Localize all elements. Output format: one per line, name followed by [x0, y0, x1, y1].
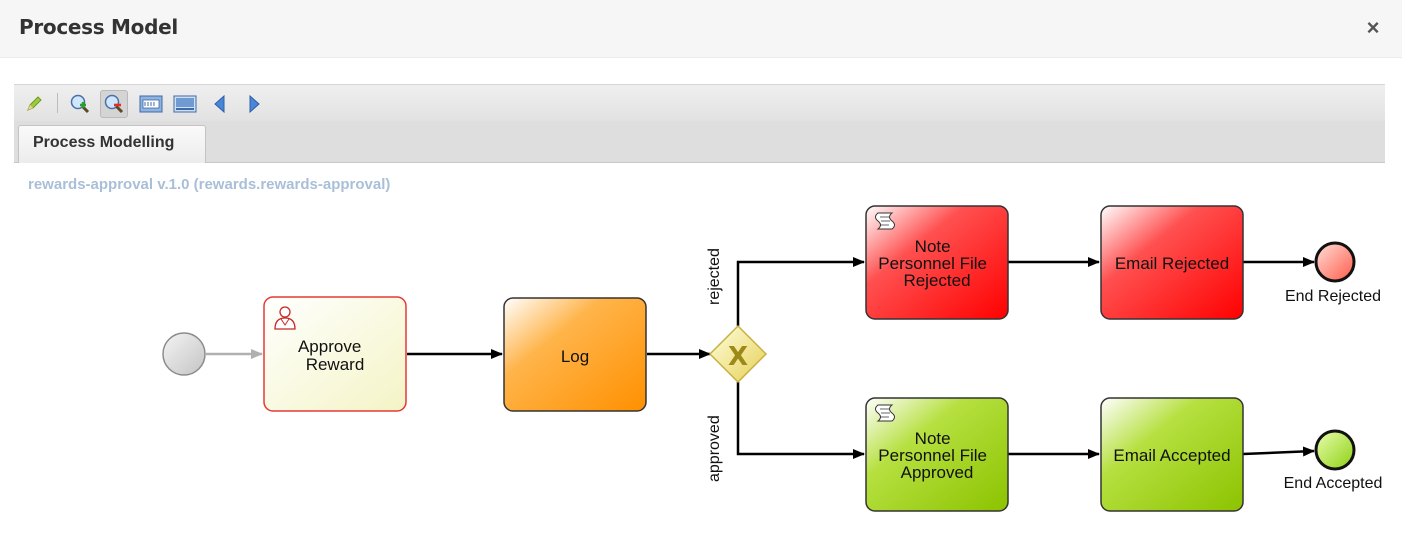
end-event-rejected-label: End Rejected: [1285, 288, 1381, 305]
task-label-line: Rejected: [903, 271, 970, 290]
end-event-accepted[interactable]: [1314, 429, 1356, 471]
end-event-rejected[interactable]: [1314, 241, 1356, 283]
arrow-right-icon: [249, 94, 260, 114]
task-label-line: Personnel File: [878, 254, 987, 273]
svg-text:Approve Reward: Approve Reward: [298, 337, 366, 374]
process-editor: Process Modelling: [14, 84, 1385, 163]
fit-screen-icon: [173, 95, 197, 113]
undo-button[interactable]: [206, 90, 234, 118]
task-note-personnel-file-approved[interactable]: Note Personnel File Approved: [865, 397, 1009, 512]
flow-gateway-rejected[interactable]: [736, 257, 865, 326]
script-icon: [875, 212, 895, 230]
gateway-x-icon: X: [728, 342, 748, 372]
svg-text:Note Personnel File: Note Personnel File Approved: [878, 429, 991, 482]
task-email-rejected[interactable]: Email Rejected: [1100, 205, 1244, 320]
task-label-line: Log: [561, 347, 589, 366]
exclusive-gateway[interactable]: X: [708, 324, 768, 384]
fit-screen-button[interactable]: [171, 90, 199, 118]
arrow-left-icon: [214, 94, 225, 114]
close-button[interactable]: ×: [1366, 15, 1380, 40]
task-log[interactable]: Log: [503, 297, 647, 412]
task-label-line: Email Rejected: [1115, 254, 1229, 273]
redo-button[interactable]: [240, 90, 268, 118]
dialog-header: Process Model ×: [0, 0, 1402, 58]
toolbar-separator: [57, 93, 58, 113]
task-note-personnel-file-rejected[interactable]: Note Personnel File Rejected: [865, 205, 1009, 320]
zoom-out-button[interactable]: [100, 90, 128, 118]
flow-email-accepted-to-end[interactable]: [1242, 446, 1315, 457]
task-approve-reward[interactable]: Approve Reward: [263, 296, 407, 412]
task-label-line: Note: [915, 237, 951, 256]
task-email-accepted[interactable]: Email Accepted: [1100, 397, 1244, 512]
task-label-line: Reward: [306, 355, 365, 374]
actual-size-icon: [139, 95, 163, 113]
actual-size-button[interactable]: [137, 90, 165, 118]
dialog-title: Process Model: [19, 15, 178, 39]
zoom-in-button[interactable]: [66, 90, 94, 118]
zoom-out-icon: [104, 94, 124, 114]
edit-icon: [27, 96, 42, 111]
toolbar: [14, 85, 1385, 121]
task-label-line: Email Accepted: [1113, 446, 1230, 465]
task-label-line: Approved: [901, 463, 974, 482]
process-id-label: rewards-approval v.1.0 (rewards.rewards-…: [28, 176, 391, 193]
edge-label-approved: approved: [706, 415, 723, 482]
tab-process-modelling[interactable]: Process Modelling: [18, 125, 206, 163]
zoom-in-icon: [70, 94, 90, 114]
script-icon: [875, 404, 895, 422]
tab-bar: Process Modelling: [14, 121, 1385, 163]
edit-button[interactable]: [20, 90, 48, 118]
user-icon: [274, 306, 296, 330]
task-label-line: Approve: [298, 337, 361, 356]
task-label-line: Personnel File: [878, 446, 987, 465]
edge-label-rejected: rejected: [706, 248, 723, 305]
start-event[interactable]: [162, 332, 206, 376]
end-event-accepted-label: End Accepted: [1284, 475, 1383, 492]
task-label-line: Note: [915, 429, 951, 448]
flow-gateway-approved[interactable]: [736, 382, 865, 459]
svg-text:Note Personnel File: Note Personnel File Rejected: [878, 237, 991, 290]
